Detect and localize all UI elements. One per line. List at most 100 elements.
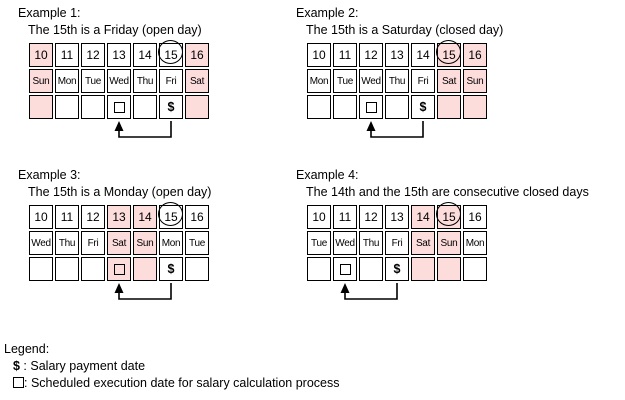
date-cell: 13 xyxy=(385,43,409,67)
symbol-cell xyxy=(29,257,53,281)
symbol-cell xyxy=(107,95,131,119)
payment-to-execution-arrow xyxy=(114,121,172,138)
legend-items: $ : Salary payment date : Scheduled execu… xyxy=(4,359,339,390)
execution-date-symbol xyxy=(13,377,24,389)
date-cell: 10 xyxy=(307,205,331,229)
legend-item-label: Salary payment date xyxy=(30,359,146,373)
circled-date-highlight xyxy=(158,40,183,64)
day-cell: Tue xyxy=(333,69,357,93)
symbol-cell: $ xyxy=(411,95,435,119)
day-cell: Mon xyxy=(55,69,79,93)
salary-payment-symbol: $ xyxy=(167,262,175,276)
example-block-3: Example 3: The 15th is a Monday (open da… xyxy=(18,168,211,306)
legend-title: Legend: xyxy=(4,342,50,356)
day-cell: Mon xyxy=(307,69,331,93)
symbol-cell xyxy=(333,95,357,119)
symbol-cell xyxy=(463,95,487,119)
day-cell: Mon xyxy=(159,231,183,255)
day-cell: Tue xyxy=(81,69,105,93)
date-cell: 10 xyxy=(307,43,331,67)
execution-date-symbol xyxy=(113,102,125,114)
day-cell: Tue xyxy=(185,231,209,255)
symbol-cell xyxy=(307,95,331,119)
execution-date-symbol xyxy=(113,264,125,276)
day-cell: Wed xyxy=(107,69,131,93)
date-cell: 15 xyxy=(158,40,183,67)
example-subtitle: The 15th is a Saturday (closed day) xyxy=(306,23,504,37)
date-cell: 16 xyxy=(185,205,209,229)
symbol-cell xyxy=(385,95,409,119)
legend: Legend: $ : Salary payment date : Schedul… xyxy=(4,342,339,390)
date-cell: 12 xyxy=(81,205,105,229)
salary-payment-symbol: $ xyxy=(167,100,175,114)
day-cell: Thu xyxy=(133,69,157,93)
execution-date-symbol xyxy=(365,102,377,114)
execution-date-symbol xyxy=(339,264,351,276)
day-cell: Sat xyxy=(411,231,435,255)
date-cell: 10 xyxy=(29,43,53,67)
symbol-cell xyxy=(81,257,105,281)
symbol-cell xyxy=(55,257,79,281)
day-cell: Sun xyxy=(133,231,157,255)
example-subtitle: The 14th and the 15th are consecutive cl… xyxy=(306,185,589,199)
day-cell: Thu xyxy=(385,69,409,93)
example-title: Example 2: xyxy=(296,6,359,20)
symbol-cell xyxy=(411,257,435,281)
example-subtitle: The 15th is a Monday (open day) xyxy=(28,185,212,199)
day-cell: Wed xyxy=(29,231,53,255)
payment-to-execution-arrow xyxy=(114,283,172,300)
day-cell: Thu xyxy=(55,231,79,255)
symbol-cell: $ xyxy=(159,95,183,119)
symbol-cell xyxy=(107,257,131,281)
date-cell: 16 xyxy=(463,205,487,229)
date-cell: 10 xyxy=(29,205,53,229)
example-block-4: Example 4: The 14th and the 15th are con… xyxy=(296,168,589,306)
day-cell: Fri xyxy=(159,69,183,93)
date-cell: 12 xyxy=(81,43,105,67)
day-cell: Fri xyxy=(411,69,435,93)
date-cell: 11 xyxy=(333,43,357,67)
symbol-cell xyxy=(333,257,357,281)
circled-date-highlight xyxy=(436,40,461,64)
day-cell: Mon xyxy=(463,231,487,255)
day-cell: Tue xyxy=(307,231,331,255)
payment-to-execution-arrow xyxy=(366,121,424,138)
legend-item: : Scheduled execution date for salary ca… xyxy=(13,376,339,390)
example-block-2: Example 2: The 15th is a Saturday (close… xyxy=(296,6,503,144)
date-cell: 15 xyxy=(436,40,461,67)
payment-to-execution-arrow xyxy=(340,283,398,300)
date-cell: 12 xyxy=(359,43,383,67)
date-cell: 15 xyxy=(158,202,183,229)
date-cell: 13 xyxy=(385,205,409,229)
symbol-cell xyxy=(359,95,383,119)
symbol-cell xyxy=(55,95,79,119)
date-cell: 13 xyxy=(107,43,131,67)
symbol-cell: $ xyxy=(159,257,183,281)
symbol-cell xyxy=(437,257,461,281)
symbol-cell xyxy=(133,95,157,119)
date-cell: 14 xyxy=(411,205,435,229)
symbol-cell xyxy=(437,95,461,119)
day-cell: Sat xyxy=(107,231,131,255)
date-cell: 15 xyxy=(436,202,461,229)
date-cell: 16 xyxy=(185,43,209,67)
date-cell: 11 xyxy=(333,205,357,229)
date-cell: 14 xyxy=(411,43,435,67)
example-title: Example 4: xyxy=(296,168,359,182)
symbol-cell xyxy=(81,95,105,119)
day-cell: Fri xyxy=(385,231,409,255)
day-cell: Sun xyxy=(29,69,53,93)
day-cell: Wed xyxy=(359,69,383,93)
date-cell: 12 xyxy=(359,205,383,229)
symbol-cell xyxy=(307,257,331,281)
day-cell: Sat xyxy=(437,69,461,93)
circled-date-highlight xyxy=(436,202,461,226)
legend-item: $ : Salary payment date xyxy=(13,359,146,373)
example-title: Example 1: xyxy=(18,6,81,20)
day-cell: Thu xyxy=(359,231,383,255)
